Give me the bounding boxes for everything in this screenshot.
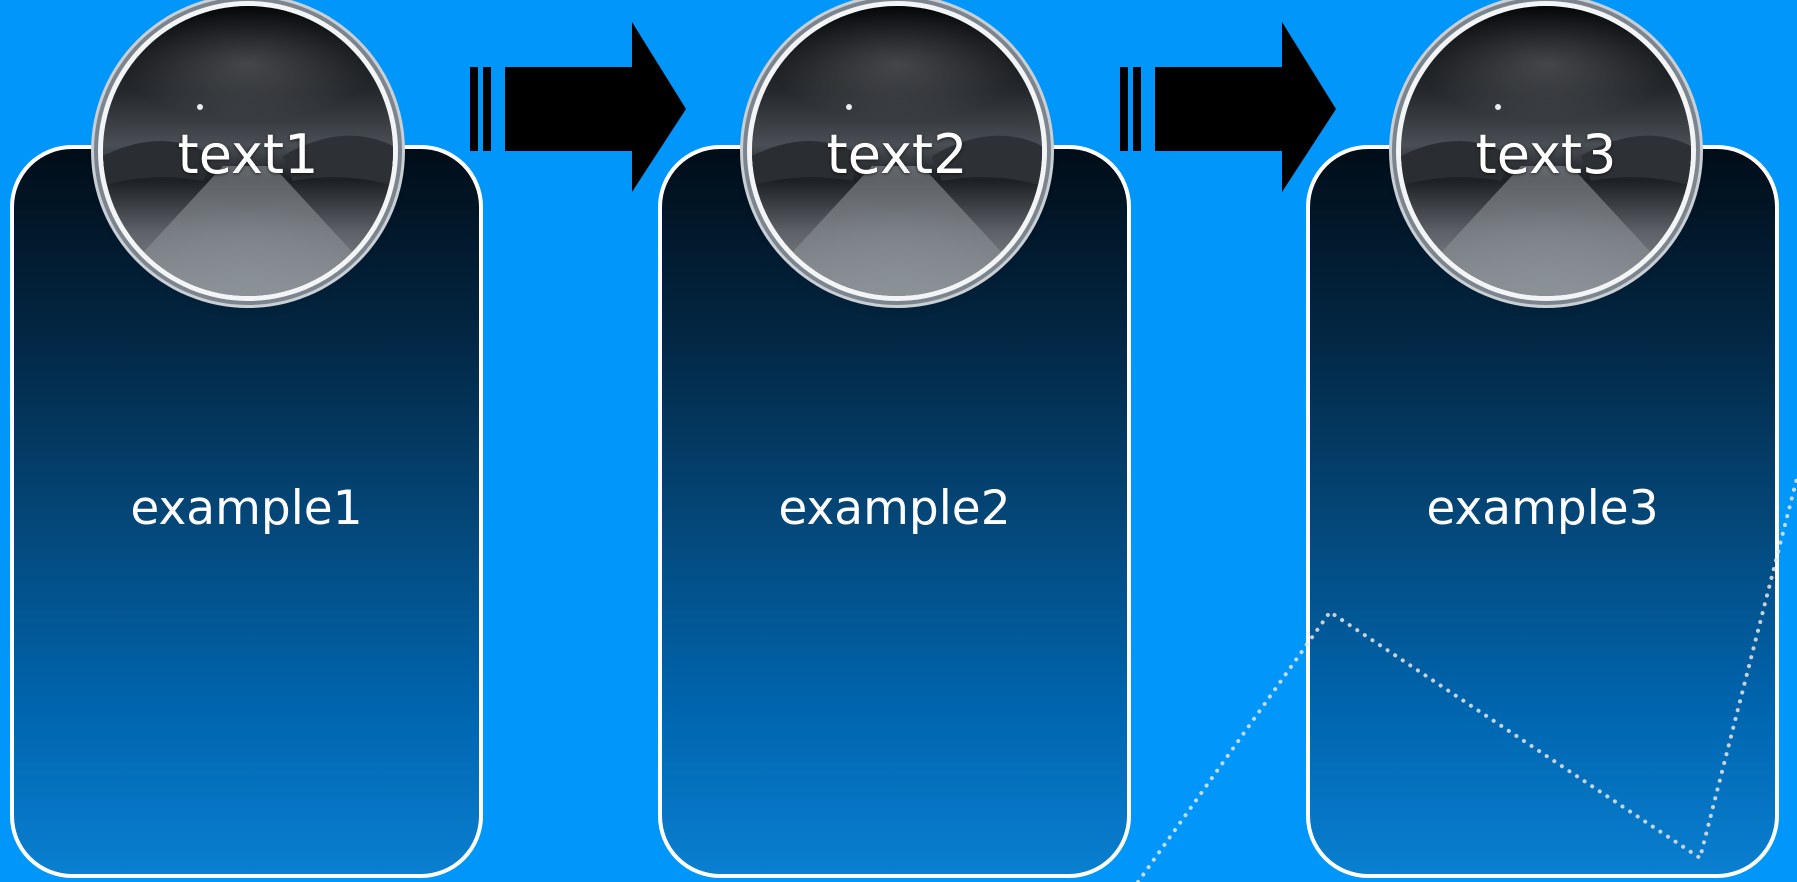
- road-photo-icon: [1401, 104, 1691, 296]
- step-description-3: example3: [1426, 481, 1659, 536]
- step-title-3: text3: [1475, 123, 1617, 186]
- road-photo-icon: [752, 104, 1042, 296]
- road-photo-icon: [103, 104, 393, 296]
- step-title-2: text2: [826, 123, 968, 186]
- step-badge-3: text3: [1401, 6, 1691, 296]
- step-badge-2: text2: [752, 6, 1042, 296]
- step-badge-1: text1: [103, 6, 393, 296]
- step-title-1: text1: [177, 123, 319, 186]
- step-description-2: example2: [778, 481, 1011, 536]
- right-arrow-icon: [470, 22, 686, 192]
- right-arrow-icon: [1120, 22, 1336, 192]
- step-description-1: example1: [130, 481, 363, 536]
